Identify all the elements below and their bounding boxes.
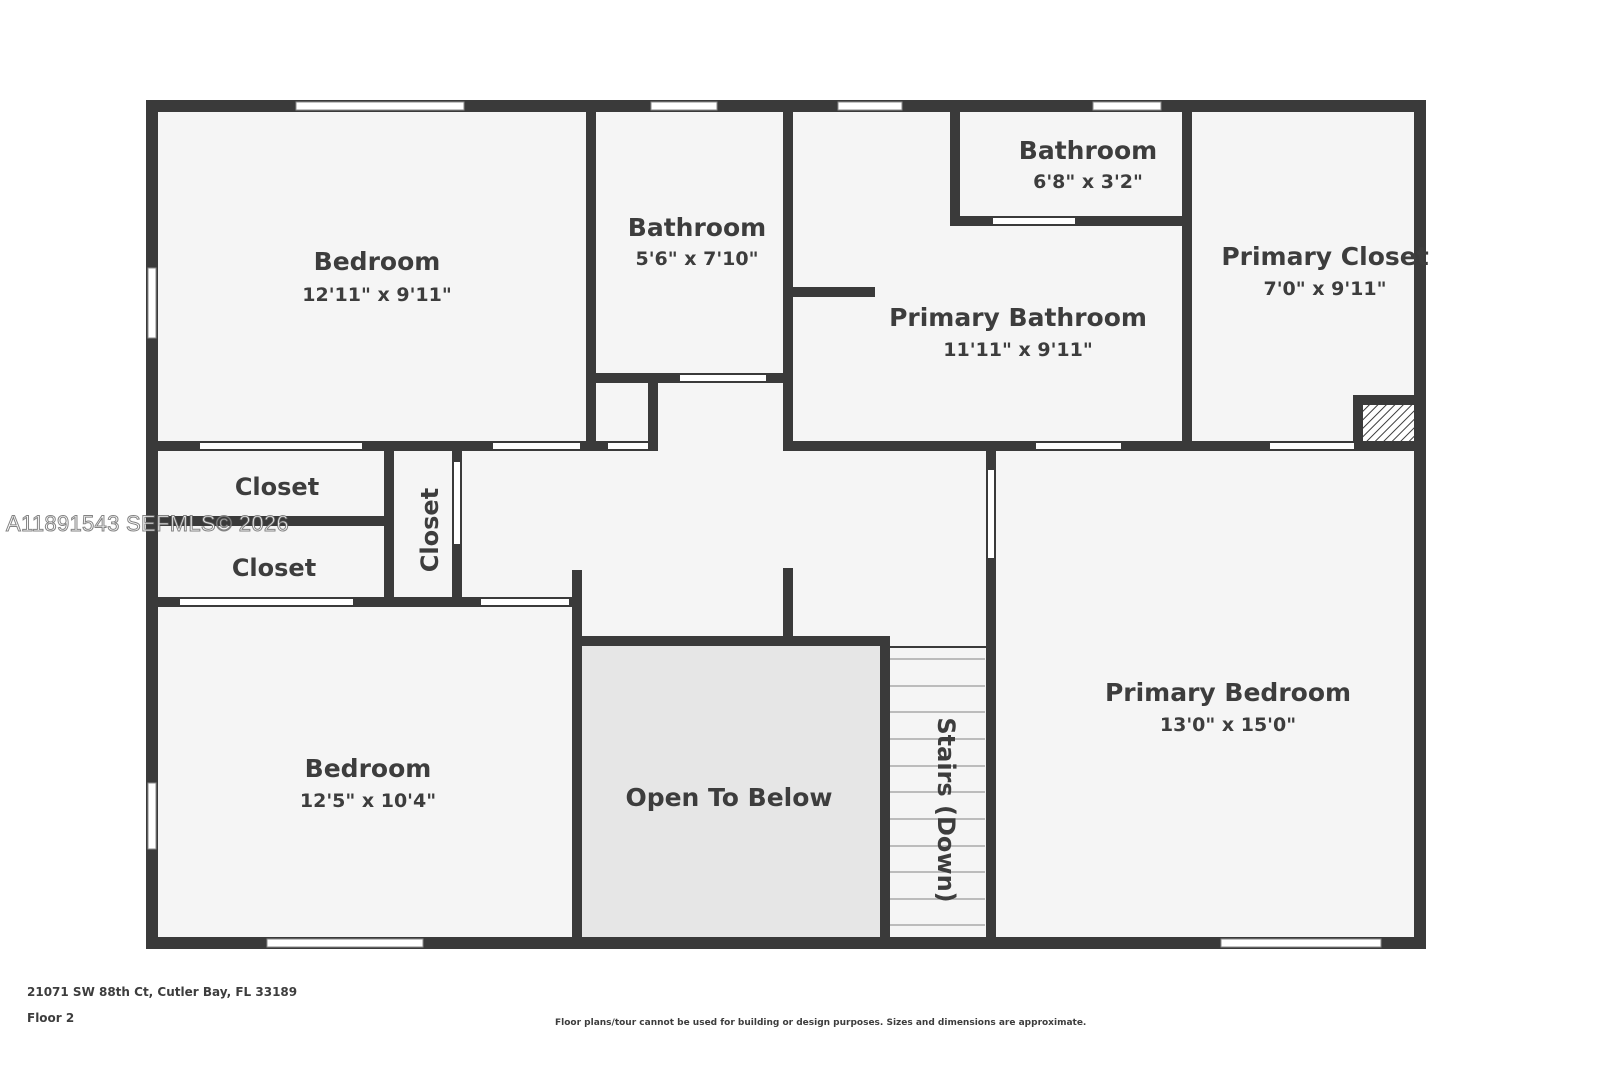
primary-bathroom-name: Primary Bathroom (889, 303, 1147, 332)
windows (147, 101, 1382, 948)
bathroom-2-dims: 6'8" x 3'2" (1033, 171, 1143, 193)
disclaimer: Floor plans/tour cannot be used for buil… (555, 1018, 1087, 1028)
property-address: 21071 SW 88th Ct, Cutler Bay, FL 33189 (27, 985, 298, 999)
bedroom-1-name: Bedroom (314, 247, 441, 276)
bedroom-1-dims: 12'11" x 9'11" (302, 284, 451, 306)
watermark: A11891543 SEFMLS© 2026 (6, 511, 290, 537)
primary-closet-name: Primary Closet (1221, 242, 1428, 271)
chimney-chase (1360, 402, 1415, 441)
bedroom-2-dims: 12'5" x 10'4" (300, 790, 436, 812)
bathroom-2-name: Bathroom (1019, 136, 1157, 165)
open-to-below-name: Open To Below (625, 783, 832, 812)
walls (146, 100, 1426, 949)
closet-2-name: Closet (232, 554, 316, 582)
primary-closet-dims: 7'0" x 9'11" (1263, 278, 1386, 300)
closet-3-name: Closet (416, 488, 444, 572)
stair-treads (888, 658, 985, 926)
stairs-name: Stairs (Down) (932, 717, 960, 902)
door-openings (180, 218, 1354, 605)
stairs-top-line (888, 646, 986, 648)
closet-1-name: Closet (235, 473, 319, 501)
bathroom-1-name: Bathroom (628, 213, 766, 242)
primary-bedroom-name: Primary Bedroom (1105, 678, 1351, 707)
open-to-below-area (578, 644, 880, 940)
primary-bedroom-dims: 13'0" x 15'0" (1160, 714, 1296, 736)
bedroom-2-name: Bedroom (305, 754, 432, 783)
bathroom-1-dims: 5'6" x 7'10" (635, 248, 758, 270)
floor-label: Floor 2 (27, 1011, 75, 1025)
primary-bathroom-dims: 11'11" x 9'11" (943, 339, 1092, 361)
